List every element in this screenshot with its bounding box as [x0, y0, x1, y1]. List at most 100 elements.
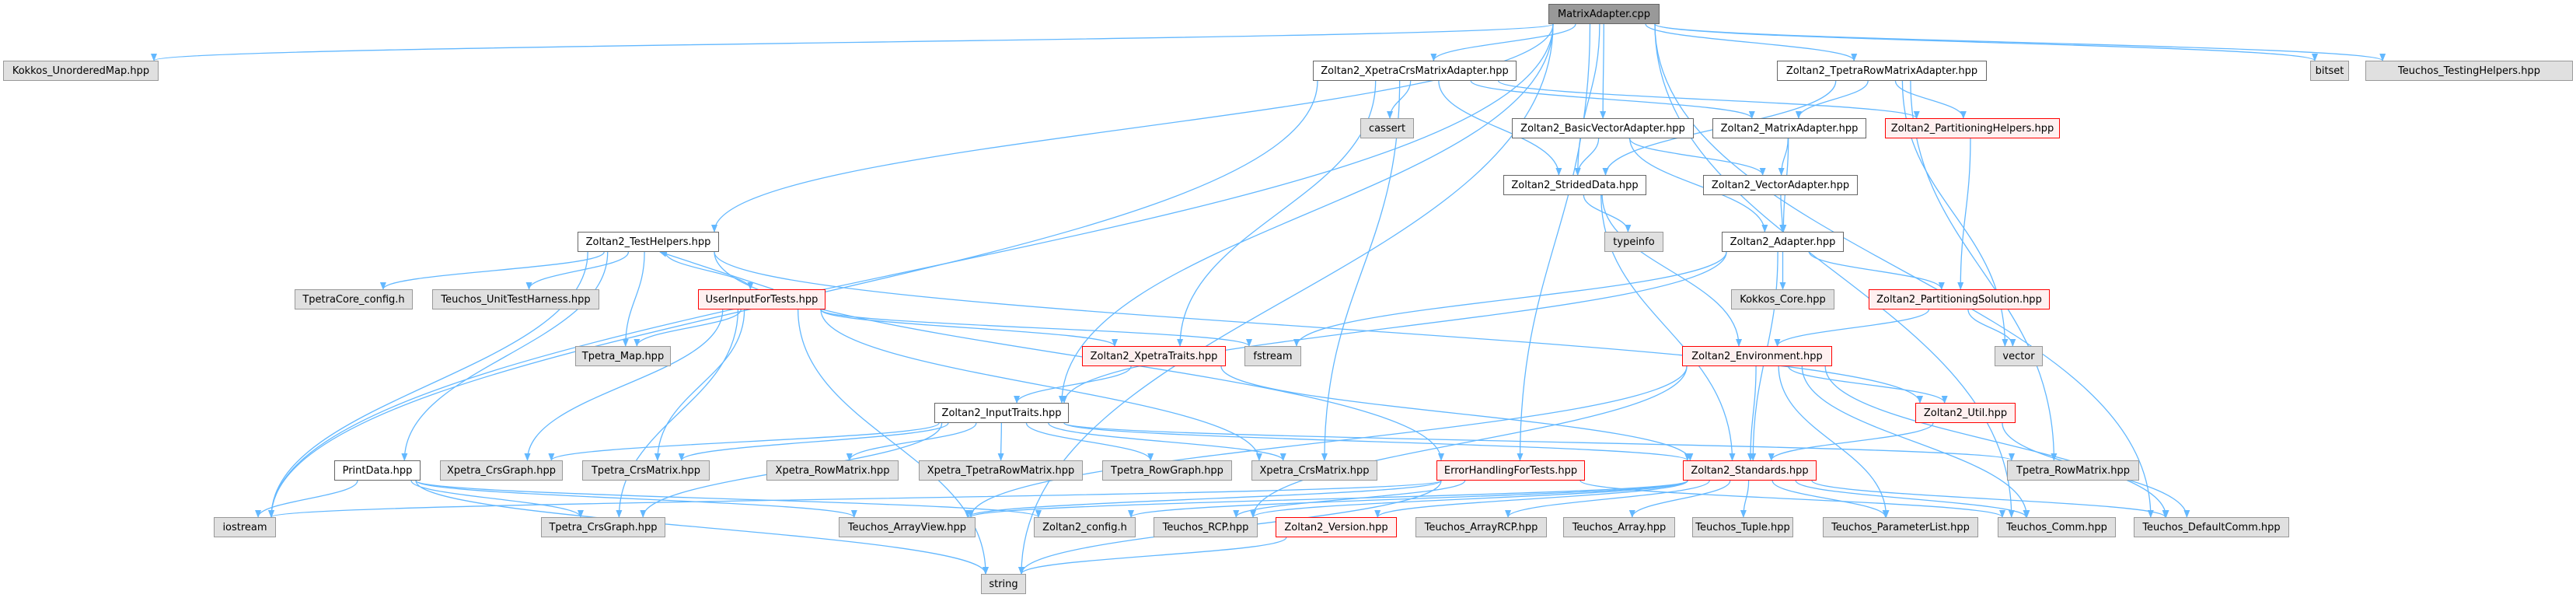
node-label: Tpetra_CrsGraph.hpp — [549, 521, 658, 533]
graph-node-part-solution[interactable]: Zoltan2_PartitioningSolution.hpp — [1869, 289, 2050, 309]
node-label: Zoltan2_Environment.hpp — [1691, 350, 1823, 362]
edge-strided-to-environment — [1601, 194, 1743, 347]
graph-node-print-data[interactable]: PrintData.hpp — [334, 460, 421, 481]
graph-node-bitset[interactable]: bitset — [2310, 61, 2349, 81]
graph-node-basic-vec[interactable]: Zoltan2_BasicVectorAdapter.hpp — [1512, 118, 1694, 138]
graph-node-trow-adapter[interactable]: Zoltan2_TpetraRowMatrixAdapter.hpp — [1777, 61, 1987, 81]
node-label: iostream — [222, 521, 267, 533]
graph-node-rcp[interactable]: Teuchos_RCP.hpp — [1154, 517, 1258, 537]
edge-root-to-xcrs_adapter — [1430, 23, 1576, 61]
graph-node-tpetra-map[interactable]: Tpetra_Map.hpp — [575, 346, 671, 366]
node-label: Teuchos_Tuple.hpp — [1695, 521, 1790, 533]
edge-part_solution-to-vector — [1967, 309, 2016, 347]
graph-node-xpetra-crsmatrix[interactable]: Xpetra_CrsMatrix.hpp — [1251, 460, 1377, 481]
graph-node-typeinfo[interactable]: typeinfo — [1604, 232, 1663, 252]
edge-print_data-to-z2_config — [415, 480, 1042, 518]
graph-node-comm[interactable]: Teuchos_Comm.hpp — [1998, 517, 2116, 537]
graph-node-util[interactable]: Zoltan2_Util.hpp — [1915, 403, 2016, 423]
graph-node-z2-config[interactable]: Zoltan2_config.h — [1034, 517, 1136, 537]
graph-node-strided[interactable]: Zoltan2_StridedData.hpp — [1503, 175, 1646, 195]
graph-node-tuple[interactable]: Teuchos_Tuple.hpp — [1692, 517, 1793, 537]
edge-user_input-to-xpetra_crsgraph — [524, 309, 724, 461]
graph-node-fstream[interactable]: fstream — [1244, 346, 1301, 366]
graph-node-testing-helpers[interactable]: Teuchos_TestingHelpers.hpp — [2365, 61, 2573, 81]
edge-standards-to-comm — [1795, 480, 2030, 518]
edge-test_helpers-to-util — [714, 251, 1923, 404]
edge-basic_vec-to-strided — [1574, 138, 1600, 176]
node-label: cassert — [1368, 122, 1406, 135]
node-label: Tpetra_CrsMatrix.hpp — [591, 464, 701, 477]
graph-node-arrayview[interactable]: Teuchos_ArrayView.hpp — [839, 517, 976, 537]
node-label: Zoltan2_config.h — [1042, 521, 1127, 533]
graph-node-tpetra-crsgraph[interactable]: Tpetra_CrsGraph.hpp — [541, 517, 665, 537]
graph-node-tpetra-rowmatrix[interactable]: Tpetra_RowMatrix.hpp — [2007, 460, 2139, 481]
graph-node-defaultcomm[interactable]: Teuchos_DefaultComm.hpp — [2134, 517, 2289, 537]
graph-node-kokkos-umap[interactable]: Kokkos_UnorderedMap.hpp — [3, 61, 159, 81]
graph-node-standards[interactable]: Zoltan2_Standards.hpp — [1683, 460, 1817, 481]
edge-user_input-to-test_helpers — [659, 251, 774, 290]
graph-node-arrayrcp[interactable]: Teuchos_ArrayRCP.hpp — [1415, 517, 1547, 537]
edge-root-to-input_traits — [1059, 23, 1554, 404]
edge-standards-to-tuple — [1740, 480, 1750, 518]
node-label: Xpetra_TpetraRowMatrix.hpp — [927, 464, 1075, 477]
graph-node-version[interactable]: Zoltan2_Version.hpp — [1276, 517, 1397, 537]
edge-adapter-to-fstream — [1293, 251, 1727, 347]
node-label: Zoltan2_TpetraRowMatrixAdapter.hpp — [1785, 65, 1978, 77]
edge-basic_vec-to-vec_adapter — [1628, 138, 1766, 176]
edge-root-to-basic_vec — [1600, 23, 1607, 119]
edge-environment-to-paramlist — [1778, 365, 1890, 518]
graph-node-adapter[interactable]: Zoltan2_Adapter.hpp — [1722, 232, 1844, 252]
edge-xcrs_adapter-to-strided — [1438, 80, 1562, 176]
graph-node-user-input[interactable]: UserInputForTests.hpp — [698, 289, 826, 309]
graph-node-part-helpers[interactable]: Zoltan2_PartitioningHelpers.hpp — [1885, 118, 2060, 138]
node-label: Zoltan2_StridedData.hpp — [1511, 179, 1639, 191]
node-label: Xpetra_RowMatrix.hpp — [775, 464, 890, 477]
graph-node-paramlist[interactable]: Teuchos_ParameterList.hpp — [1823, 517, 1978, 537]
graph-node-string[interactable]: string — [981, 574, 1026, 594]
graph-node-environment[interactable]: Zoltan2_Environment.hpp — [1682, 346, 1832, 366]
graph-node-matrix-adapter[interactable]: Zoltan2_MatrixAdapter.hpp — [1712, 118, 1866, 138]
node-label: Zoltan2_PartitioningSolution.hpp — [1876, 293, 2042, 306]
graph-node-xpetra-crsgraph[interactable]: Xpetra_CrsGraph.hpp — [440, 460, 563, 481]
edge-basic_vec-to-adapter — [1629, 138, 1768, 233]
graph-node-vector[interactable]: vector — [1995, 346, 2043, 366]
graph-node-xpetra-rowmatrix[interactable]: Xpetra_RowMatrix.hpp — [766, 460, 899, 481]
graph-node-xpetra-tpetrarowmatrix[interactable]: Xpetra_TpetraRowMatrix.hpp — [919, 460, 1083, 481]
edge-standards-to-paramlist — [1771, 480, 1889, 518]
edge-version-to-string — [1018, 537, 1287, 575]
node-label: bitset — [2315, 65, 2344, 77]
node-label: Teuchos_ArrayView.hpp — [847, 521, 967, 533]
edge-test_helpers-to-error_handling — [714, 251, 1444, 461]
graph-node-xcrs-adapter[interactable]: Zoltan2_XpetraCrsMatrixAdapter.hpp — [1313, 61, 1517, 81]
node-label: Tpetra_RowGraph.hpp — [1111, 464, 1223, 477]
graph-node-error-handling[interactable]: ErrorHandlingForTests.hpp — [1436, 460, 1585, 481]
graph-node-array[interactable]: Teuchos_Array.hpp — [1563, 517, 1675, 537]
edge-util-to-standards — [1768, 422, 1934, 461]
graph-node-xpetra-traits[interactable]: Zoltan2_XpetraTraits.hpp — [1082, 346, 1226, 366]
graph-node-root[interactable]: MatrixAdapter.cpp — [1548, 4, 1660, 24]
node-label: Zoltan2_BasicVectorAdapter.hpp — [1520, 122, 1685, 135]
graph-node-test-helpers[interactable]: Zoltan2_TestHelpers.hpp — [578, 232, 719, 252]
edge-test_helpers-to-tpetracore_config — [380, 251, 605, 290]
edge-user_input-to-string — [798, 309, 989, 575]
graph-node-input-traits[interactable]: Zoltan2_InputTraits.hpp — [934, 403, 1069, 423]
graph-node-iostream[interactable]: iostream — [214, 517, 276, 537]
edge-user_input-to-tpetra_map — [634, 309, 742, 347]
edge-xpetra_traits-to-input_traits — [1014, 365, 1132, 404]
node-label: Teuchos_ArrayRCP.hpp — [1424, 521, 1538, 533]
edge-root-to-testing_helpers — [1654, 23, 2386, 61]
edge-xcrs_adapter-to-cassert — [1387, 80, 1412, 119]
node-label: Zoltan2_Version.hpp — [1284, 521, 1388, 533]
graph-node-vec-adapter[interactable]: Zoltan2_VectorAdapter.hpp — [1703, 175, 1858, 195]
edge-matrix_adapter-to-vec_adapter — [1778, 138, 1789, 176]
edge-print_data-to-iostream — [255, 480, 358, 518]
edge-input_traits-to-xpetra_tpetrarowmatrix — [997, 422, 1004, 461]
graph-node-tpetra-crsmatrix[interactable]: Tpetra_CrsMatrix.hpp — [582, 460, 710, 481]
graph-node-cassert[interactable]: cassert — [1360, 118, 1414, 138]
graph-node-tpetra-rowgraph[interactable]: Tpetra_RowGraph.hpp — [1102, 460, 1232, 481]
graph-node-tpetracore-config[interactable]: TpetraCore_config.h — [295, 289, 413, 309]
edge-root-to-iostream — [268, 23, 1554, 518]
graph-node-kokkos-core[interactable]: Kokkos_Core.hpp — [1731, 289, 1834, 309]
graph-node-unit-test-harness[interactable]: Teuchos_UnitTestHarness.hpp — [432, 289, 599, 309]
node-label: vector — [2002, 350, 2035, 362]
